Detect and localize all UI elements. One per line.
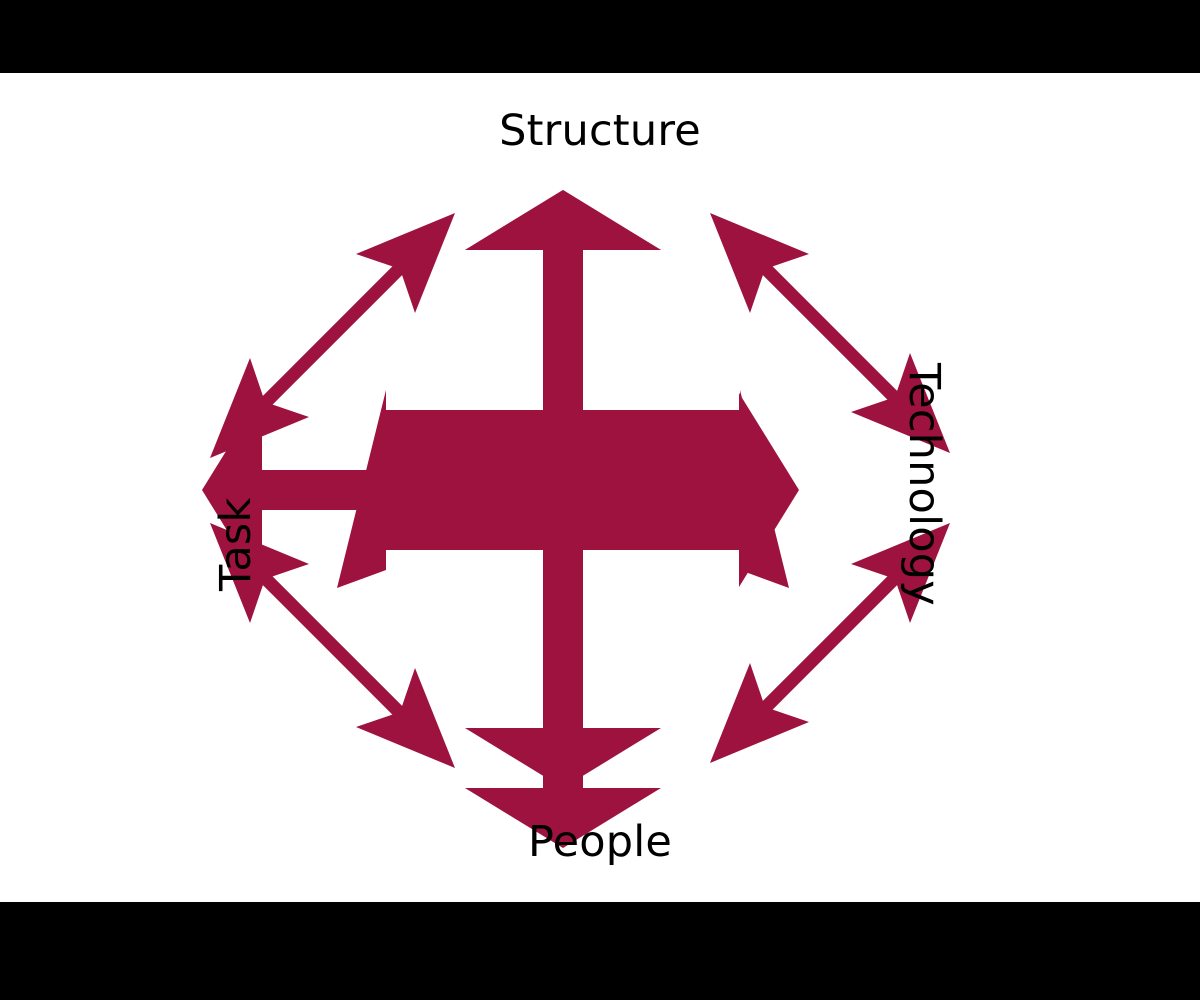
diagonal-arrow-technology-people	[710, 523, 950, 763]
cross-join-top	[543, 233, 583, 253]
diagonal-shaft-top-right	[750, 253, 910, 413]
node-label-task: Task	[211, 497, 261, 591]
diagonal-head-top-left-lower	[210, 358, 309, 458]
diagram-artwork	[202, 190, 950, 848]
letterbox-top-bar	[0, 0, 1200, 73]
diagonal-head-top-right-upper	[710, 213, 809, 313]
diagonal-head-top-right-lower	[851, 353, 950, 453]
diagonal-head-bottom-left-upper	[210, 523, 309, 623]
diagonal-shaft-bottom-right	[750, 563, 910, 723]
diagonal-arrow-structure-technology	[710, 213, 950, 453]
diagonal-head-top-left-upper	[356, 213, 455, 313]
central-cross-arrow-shape	[202, 190, 799, 788]
diagonal-head-bottom-right-upper	[851, 523, 950, 623]
diagonal-head-bottom-left-lower	[356, 668, 455, 768]
diagonal-head-bottom-right-lower	[710, 663, 809, 763]
cross-arrow-shaft-horizontal	[250, 470, 752, 510]
diagram-white-area: Structure Technology People Task	[0, 73, 1200, 902]
cross-arrow-head-right	[739, 393, 799, 587]
cross-arrow-head-up	[465, 190, 661, 250]
node-label-structure: Structure	[499, 106, 701, 156]
diagonal-shaft-top-left	[250, 253, 415, 418]
cross-arrow-head-down	[465, 728, 661, 788]
node-label-technology: Technology	[899, 363, 949, 606]
diagonal-arrow-task-structure	[210, 213, 455, 458]
letterbox-bottom-bar	[0, 902, 1200, 1000]
diagonal-shaft-bottom-left	[250, 563, 415, 728]
diagonal-arrow-people-task	[210, 523, 455, 768]
node-label-people: People	[527, 817, 673, 867]
